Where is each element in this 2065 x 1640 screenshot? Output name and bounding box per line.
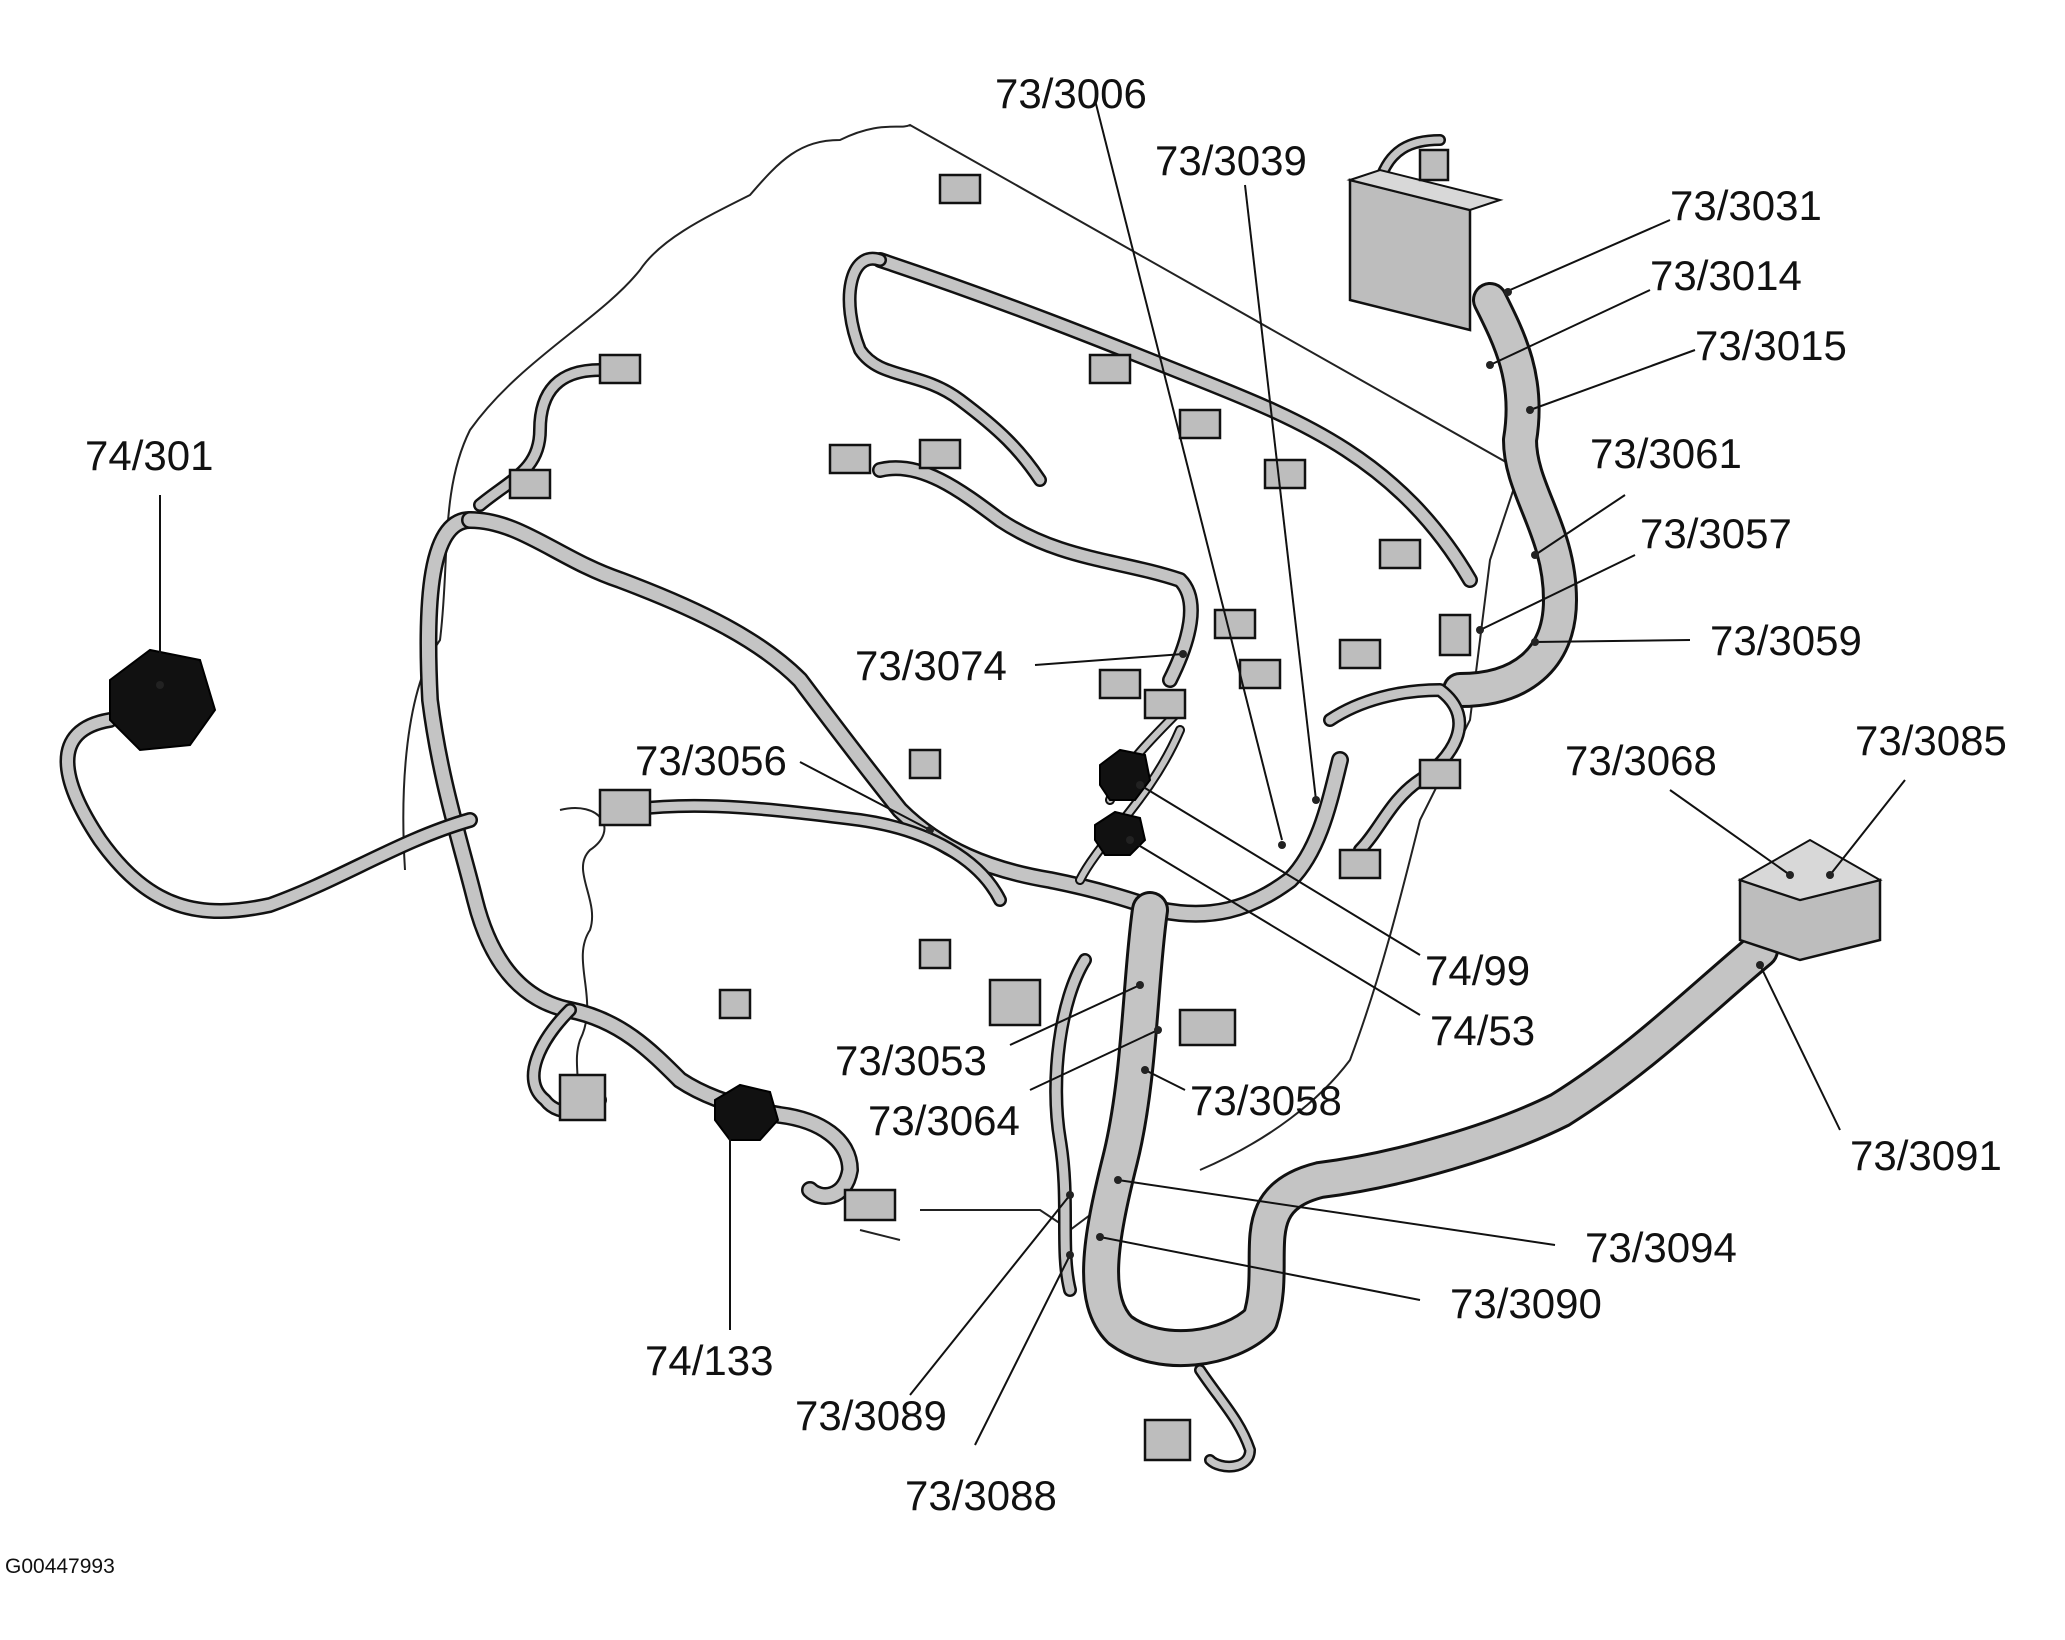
callout-73-3088: 73/3088: [905, 1472, 1057, 1519]
callout-74-53: 74/53: [1430, 1007, 1535, 1054]
callout-labels: 73/3006 73/3039 73/3031 73/3014 73/3015 …: [85, 70, 2007, 1519]
callout-73-3006: 73/3006: [995, 70, 1147, 117]
connector-block-73-3031: [1346, 168, 1504, 332]
connector-small: [508, 148, 1472, 1462]
connector-74-301: [109, 648, 217, 752]
callout-73-3039: 73/3039: [1155, 137, 1307, 184]
callout-74-301: 74/301: [85, 432, 213, 479]
callout-73-3056: 73/3056: [635, 737, 787, 784]
callout-73-3085: 73/3085: [1855, 717, 2007, 764]
callout-73-3074: 73/3074: [855, 642, 1007, 689]
callout-73-3031: 73/3031: [1670, 182, 1822, 229]
callout-73-3053: 73/3053: [835, 1037, 987, 1084]
callout-73-3068: 73/3068: [1565, 737, 1717, 784]
callout-74-133: 74/133: [645, 1337, 773, 1384]
connector-block-73-3068: [1737, 838, 1883, 962]
callout-73-3057: 73/3057: [1640, 510, 1792, 557]
callout-73-3091: 73/3091: [1850, 1132, 2002, 1179]
callout-73-3014: 73/3014: [1650, 252, 1802, 299]
callout-73-3015: 73/3015: [1695, 322, 1847, 369]
callout-73-3061: 73/3061: [1590, 430, 1742, 477]
callout-73-3089: 73/3089: [795, 1392, 947, 1439]
connector-74-133: [714, 1083, 780, 1141]
callout-73-3064: 73/3064: [868, 1097, 1020, 1144]
callout-73-3059: 73/3059: [1710, 617, 1862, 664]
callout-73-3090: 73/3090: [1450, 1280, 1602, 1327]
callout-73-3058: 73/3058: [1190, 1077, 1342, 1124]
callout-dots: [156, 288, 1834, 1259]
callout-74-99: 74/99: [1425, 947, 1530, 994]
connectors: [109, 148, 1883, 1462]
connector-74-53: [1094, 810, 1147, 856]
callout-73-3094: 73/3094: [1585, 1224, 1737, 1271]
engine-outline: [402, 123, 1522, 1241]
leader-lines: [159, 99, 1906, 1446]
figure-code: G00447993: [5, 1555, 115, 1578]
wiring-harness: [59, 134, 1779, 1473]
